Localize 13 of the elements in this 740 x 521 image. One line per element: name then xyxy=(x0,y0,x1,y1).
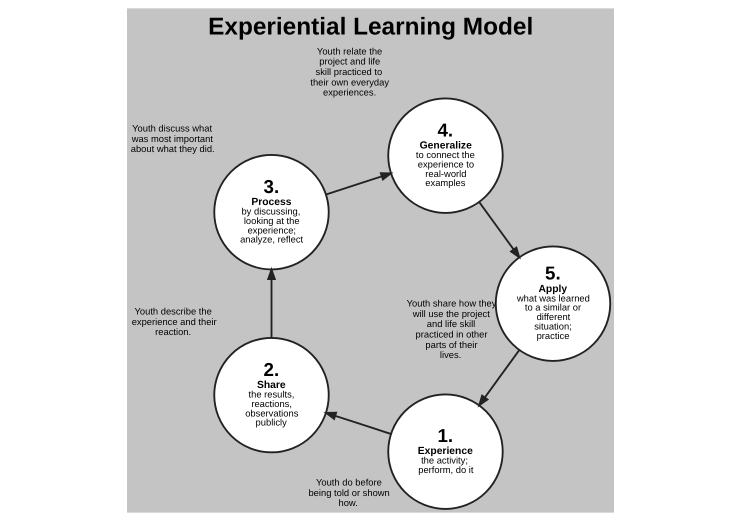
node-label: Youth describe the experience and their reaction. xyxy=(131,306,216,338)
arrow xyxy=(477,350,520,408)
arrow xyxy=(478,202,520,260)
node-label: Youth do before being told or shown how. xyxy=(308,477,390,508)
node-circle: 2. Share the results, reactions, observations publicly xyxy=(212,336,330,454)
node-label: Youth discuss what was most important about what they did. xyxy=(130,124,214,154)
node-circle: 4. Generalize to connect the experience to real-world examples xyxy=(386,98,504,214)
node-label: Youth relate the project and life skill practiced to their own everyday experiences. xyxy=(310,46,389,98)
arrow xyxy=(325,172,393,196)
arrow xyxy=(266,266,276,338)
node-circle: 3. Process by discussing, looking at the experience; analyze, reflect xyxy=(212,154,330,270)
arrow xyxy=(322,412,391,435)
diagram-title: Experiential Learning Model xyxy=(208,13,533,40)
